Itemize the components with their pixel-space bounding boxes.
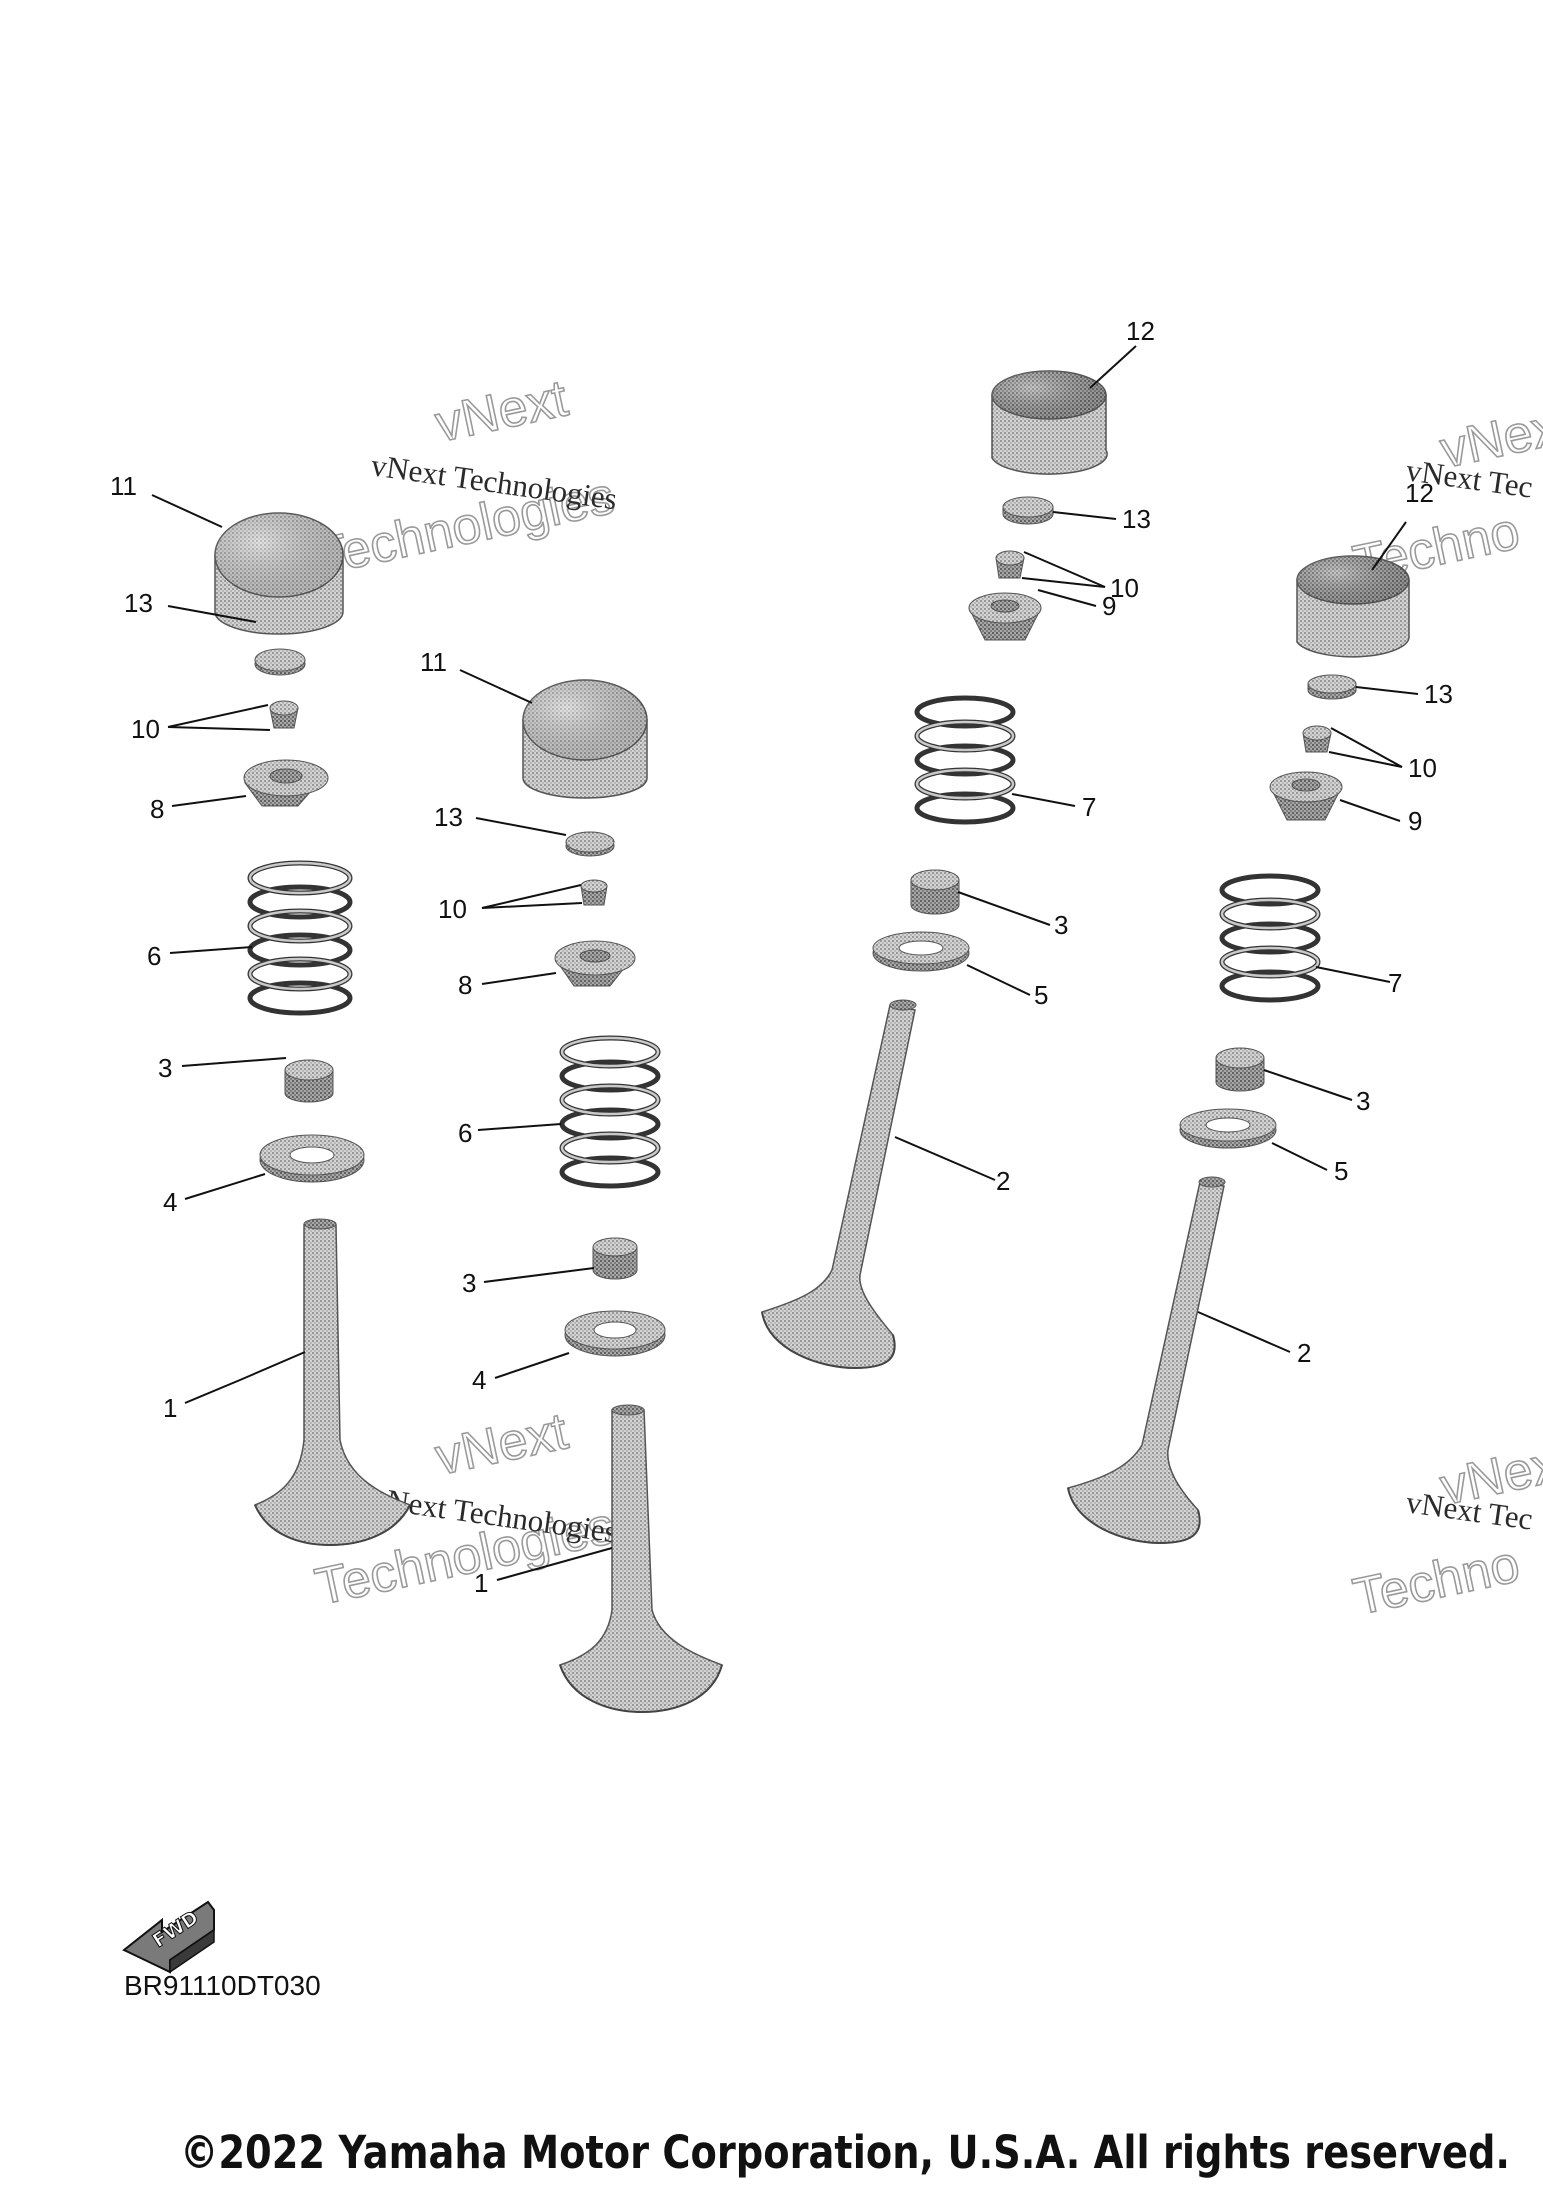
- callout-10: 10: [131, 714, 160, 744]
- callout-5: 5: [1034, 980, 1048, 1010]
- valve-stack-d: [1067, 555, 1410, 1545]
- intake-valve-1a[interactable]: [254, 1218, 412, 1547]
- callout-3: 3: [1356, 1086, 1370, 1116]
- valve-pad-13c[interactable]: [1002, 496, 1054, 525]
- exhaust-valve-2b[interactable]: [1067, 1176, 1226, 1545]
- valve-stem-seal-3b[interactable]: [592, 1237, 638, 1280]
- valve-lifter-12a[interactable]: [991, 370, 1108, 475]
- callout-13: 13: [1122, 504, 1151, 534]
- callout-2: 2: [996, 1166, 1010, 1196]
- valve-retainer-8a[interactable]: [243, 759, 329, 807]
- valve-stack-a: [214, 512, 412, 1547]
- valve-lifter-12b[interactable]: [1296, 555, 1410, 658]
- valve-retainer-8b[interactable]: [554, 940, 636, 987]
- valve-cotter-10a[interactable]: [269, 700, 299, 729]
- leader-lines: [151, 345, 1419, 1581]
- spring-seat-4a[interactable]: [259, 1134, 365, 1183]
- callout-6: 6: [147, 941, 161, 971]
- callout-6: 6: [458, 1118, 472, 1148]
- valve-stack-c: [761, 370, 1108, 1370]
- callout-1: 1: [474, 1568, 488, 1598]
- valve-pad-13b[interactable]: [565, 831, 615, 857]
- valve-cotter-10c[interactable]: [995, 550, 1025, 579]
- callout-7: 7: [1082, 792, 1096, 822]
- callout-11: 11: [110, 471, 137, 501]
- valve-cotter-10d[interactable]: [1302, 725, 1332, 753]
- callout-8: 8: [150, 794, 164, 824]
- valve-lifter-11a[interactable]: [214, 512, 344, 635]
- valve-retainer-9a[interactable]: [968, 592, 1042, 641]
- valve-spring-7b[interactable]: [1219, 873, 1321, 1003]
- callout-13: 13: [434, 802, 463, 832]
- callout-10: 10: [1408, 753, 1437, 783]
- watermark-outline-bottom-right-2: Techno: [1348, 1535, 1524, 1627]
- callout-3: 3: [1054, 910, 1068, 940]
- callout-4: 4: [163, 1187, 177, 1217]
- callout-8: 8: [458, 970, 472, 1000]
- callout-13: 13: [1424, 679, 1453, 709]
- callout-numbers: 11 13 10 8 6 3 4 1 11 13 10 8 6 3 4 1 12…: [110, 316, 1453, 1598]
- callout-1: 1: [163, 1393, 177, 1423]
- spring-seat-5a[interactable]: [872, 931, 970, 972]
- callout-12: 12: [1405, 478, 1434, 508]
- callout-4: 4: [472, 1365, 486, 1395]
- valve-retainer-9b[interactable]: [1269, 771, 1343, 821]
- callout-9: 9: [1408, 806, 1422, 836]
- callout-9: 9: [1102, 591, 1116, 621]
- callout-10: 10: [438, 894, 467, 924]
- callout-5: 5: [1334, 1156, 1348, 1186]
- spring-seat-5b[interactable]: [1179, 1108, 1277, 1149]
- valve-stem-seal-3c[interactable]: [910, 869, 960, 915]
- copyright-notice: ©2022 Yamaha Motor Corporation, U.S.A. A…: [180, 2126, 1510, 2179]
- callout-11: 11: [420, 647, 447, 677]
- valve-spring-7a[interactable]: [914, 695, 1016, 825]
- callout-13: 13: [124, 588, 153, 618]
- callout-7: 7: [1388, 968, 1402, 998]
- valve-cotter-10b[interactable]: [580, 879, 608, 906]
- valve-spring-6a[interactable]: [247, 860, 353, 1016]
- callout-2: 2: [1297, 1338, 1311, 1368]
- fwd-arrow-icon: FWD: [122, 1900, 215, 1974]
- valve-stem-seal-3a[interactable]: [284, 1059, 334, 1103]
- valve-stack-b: [522, 679, 723, 1714]
- valve-stem-seal-3d[interactable]: [1215, 1047, 1265, 1092]
- watermark-outline-top-2: vNext: [430, 1402, 573, 1486]
- valve-spring-6b[interactable]: [559, 1035, 661, 1189]
- callout-10: 10: [1110, 573, 1139, 603]
- intake-valve-1b[interactable]: [559, 1404, 723, 1714]
- spring-seat-4b[interactable]: [564, 1310, 666, 1357]
- callout-12: 12: [1126, 316, 1155, 346]
- valve-pad-13a[interactable]: [254, 648, 306, 676]
- watermark-outline-top: vNext: [430, 369, 573, 453]
- drawing-code: BR91110DT030: [124, 1970, 321, 2001]
- valve-lifter-11b[interactable]: [522, 679, 648, 799]
- callout-3: 3: [462, 1268, 476, 1298]
- callout-3: 3: [158, 1053, 172, 1083]
- valve-pad-13d[interactable]: [1307, 674, 1357, 700]
- exhaust-valve-2a[interactable]: [761, 999, 917, 1370]
